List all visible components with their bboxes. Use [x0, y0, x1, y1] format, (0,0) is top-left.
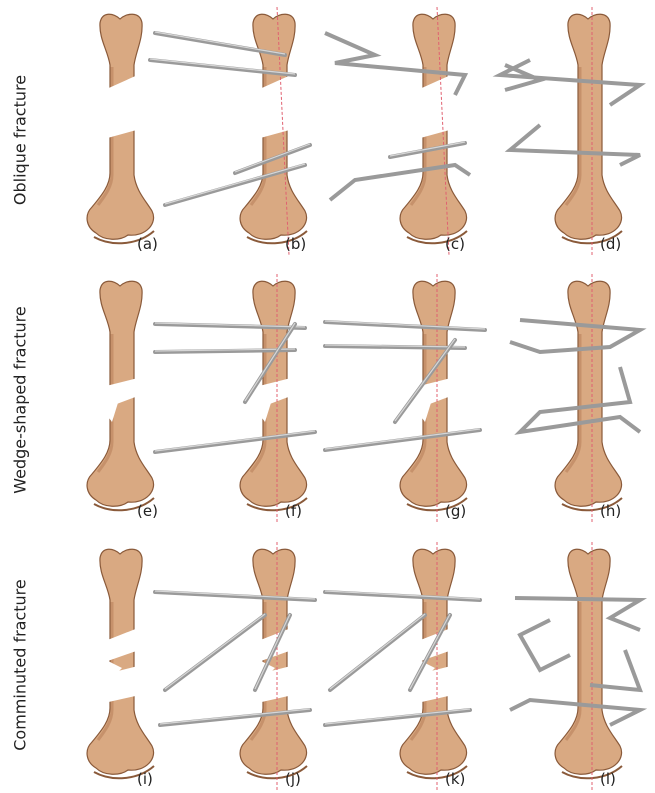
- row-label-oblique-text: Oblique fracture: [11, 75, 30, 205]
- panel-0: [42, 5, 202, 255]
- panel-illustration: [355, 272, 515, 522]
- panel-tag: (g): [445, 502, 466, 520]
- bone-11: [555, 549, 622, 778]
- panel-4: [42, 272, 202, 522]
- panel-7: [510, 272, 655, 522]
- panel-illustration: [195, 272, 355, 522]
- panel-illustration: [355, 5, 515, 255]
- bone-shape: [555, 549, 621, 774]
- panel-11: [510, 540, 655, 790]
- row-label-comminuted-text: Comminuted fracture: [11, 579, 30, 751]
- panel-illustration: [355, 540, 515, 790]
- wire-1: [500, 60, 640, 105]
- wire-1: [510, 320, 640, 352]
- panel-tag: (i): [137, 770, 153, 788]
- wire-2: [520, 620, 570, 670]
- panel-tag: (j): [285, 770, 301, 788]
- wire-2: [510, 125, 640, 165]
- panel-tag: (a): [137, 235, 158, 253]
- bone-shape: [555, 281, 621, 506]
- panel-tag: (h): [600, 502, 621, 520]
- panel-2: [355, 5, 515, 255]
- panel-illustration: [510, 5, 655, 255]
- bone-shape: [555, 14, 621, 239]
- panel-tag: (l): [600, 770, 616, 788]
- panel-tag: (e): [137, 502, 158, 520]
- panel-9: [195, 540, 355, 790]
- panel-8: [42, 540, 202, 790]
- row-label-wedge-text: Wedge-shaped fracture: [11, 306, 30, 493]
- panel-10: [355, 540, 515, 790]
- panel-illustration: [510, 272, 655, 522]
- panel-illustration: [42, 540, 202, 790]
- bone-7: [555, 281, 622, 510]
- panel-tag: (b): [285, 235, 306, 253]
- bone-3: [555, 14, 622, 243]
- panel-1: [195, 5, 355, 255]
- panel-illustration: [510, 540, 655, 790]
- panel-tag: (f): [285, 502, 302, 520]
- panel-6: [355, 272, 515, 522]
- panel-5: [195, 272, 355, 522]
- panel-tag: (d): [600, 235, 621, 253]
- panel-3: [510, 5, 655, 255]
- panel-illustration: [42, 5, 202, 255]
- panel-illustration: [42, 272, 202, 522]
- panel-tag: (c): [445, 235, 465, 253]
- panel-illustration: [195, 5, 355, 255]
- panel-illustration: [195, 540, 355, 790]
- panel-tag: (k): [445, 770, 465, 788]
